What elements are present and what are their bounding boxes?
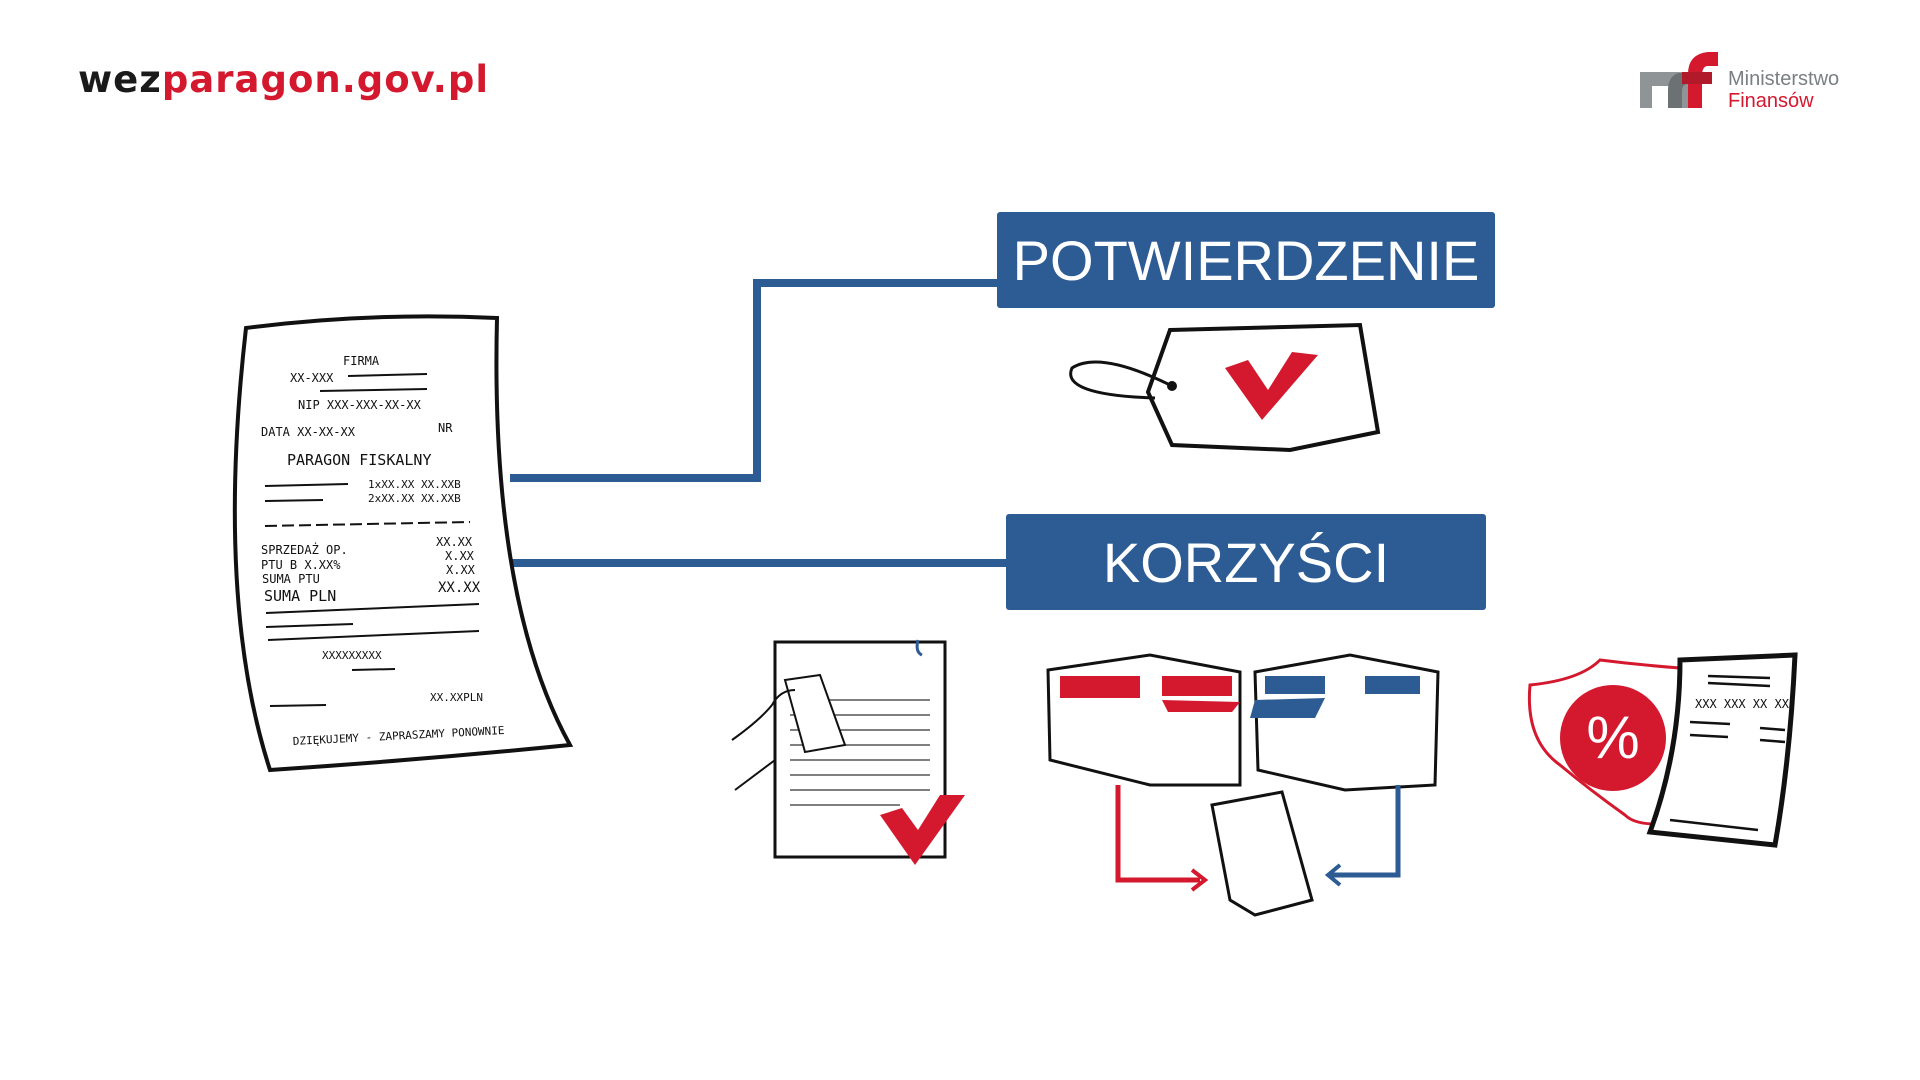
document-receipt-check-icon <box>731 639 965 865</box>
ministry-logo: Ministerstwo Finansów <box>1638 50 1888 114</box>
shops-exchange-icon <box>1046 653 1440 917</box>
confirmation-label: POTWIERDZENIE <box>997 212 1495 308</box>
svg-text:NR: NR <box>438 421 453 435</box>
svg-text:XX.XX: XX.XX <box>436 535 473 549</box>
svg-text:SUMA PTU: SUMA PTU <box>262 572 320 586</box>
svg-text:2xXX.XX XX.XXB: 2xXX.XX XX.XXB <box>368 492 461 505</box>
svg-text:%: % <box>1586 704 1639 771</box>
svg-text:XX.XX: XX.XX <box>438 580 481 596</box>
svg-text:NIP XXX-XXX-XX-XX: NIP XXX-XXX-XX-XX <box>298 398 422 412</box>
poland-map-discount-receipt-icon: % XXX XXX XX XX <box>1527 652 1798 848</box>
svg-text:SUMA PLN: SUMA PLN <box>264 587 336 605</box>
svg-text:SPRZEDAŻ OP.: SPRZEDAŻ OP. <box>261 542 348 557</box>
connector-confirmation <box>510 279 1000 482</box>
svg-text:XXX XXX XX XX: XXX XXX XX XX <box>1695 697 1790 711</box>
svg-text:X.XX: X.XX <box>446 563 476 577</box>
svg-text:DATA XX-XX-XX: DATA XX-XX-XX <box>261 425 356 439</box>
svg-text:XX.XXPLN: XX.XXPLN <box>430 691 483 704</box>
svg-text:1xXX.XX XX.XXB: 1xXX.XX XX.XXB <box>368 478 461 491</box>
mf-logo-icon <box>1640 52 1718 108</box>
svg-text:PARAGON FISKALNY: PARAGON FISKALNY <box>287 451 432 469</box>
svg-text:X.XX: X.XX <box>445 549 475 563</box>
svg-text:XX-XXX: XX-XXX <box>290 371 334 385</box>
price-tag-check-icon <box>1069 322 1381 453</box>
fiscal-receipt: FIRMA XX-XXX NIP XXX-XXX-XX-XX DATA XX-X… <box>232 314 574 773</box>
benefits-label: KORZYŚCI <box>1006 514 1486 610</box>
site-logo: wezparagon.gov.pl <box>78 58 490 101</box>
svg-text:PTU B X.XX%: PTU B X.XX% <box>261 558 341 572</box>
svg-text:FIRMA: FIRMA <box>343 354 380 368</box>
svg-text:XXXXXXXXX: XXXXXXXXX <box>322 649 382 662</box>
